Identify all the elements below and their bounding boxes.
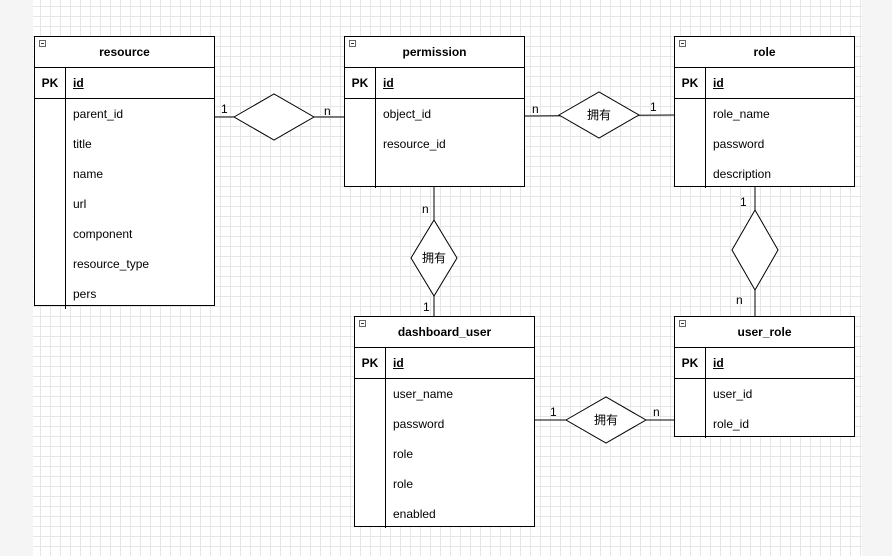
rel-label-permission-role: 拥有 — [586, 108, 612, 122]
pk-marker: PK — [675, 68, 706, 98]
entity-permission[interactable]: permission PK id object_id resource_id — [344, 36, 525, 189]
entity-title: user_role — [737, 325, 792, 339]
entity-header[interactable]: permission — [345, 37, 524, 68]
entity-dashboard-user[interactable]: dashboard_user PK id user_name password … — [354, 316, 535, 528]
pk-row: PK id — [345, 68, 524, 99]
cardinality-permission-to-role: n — [532, 102, 539, 116]
field-row: role_id — [713, 417, 750, 431]
field-row: parent_id — [73, 107, 124, 121]
pk-marker: PK — [355, 348, 386, 378]
field-row: role_name — [713, 107, 770, 121]
field-row: pers — [73, 287, 97, 301]
relationship-diamond-resource-permission — [232, 93, 316, 141]
entity-title: role — [753, 45, 776, 59]
field-row — [376, 159, 524, 189]
field-row: name — [73, 167, 104, 181]
cardinality-user-role-from-role: n — [736, 293, 743, 307]
field-row: url — [73, 197, 87, 211]
entity-title: dashboard_user — [397, 325, 492, 339]
cardinality-user-role-from-user: n — [653, 405, 660, 419]
field-row: role — [393, 447, 414, 461]
entity-header[interactable]: resource — [35, 37, 214, 68]
pk-field: id — [393, 356, 404, 370]
relationship-diamond-permission-user — [410, 219, 458, 297]
pk-field: id — [713, 76, 724, 90]
field-row: password — [713, 137, 765, 151]
entity-title: resource — [99, 45, 150, 59]
relationship-diamond-role-user-role — [731, 208, 779, 292]
collapse-icon[interactable] — [349, 40, 356, 47]
field-row: resource_type — [73, 257, 150, 271]
field-row: user_name — [393, 387, 454, 401]
relationship-diamond-user-user-role — [564, 396, 648, 444]
pk-field: id — [73, 76, 84, 90]
cardinality-permission: n — [324, 104, 331, 118]
cardinality-role-to-user-role: 1 — [740, 195, 747, 209]
pk-field: id — [713, 356, 724, 370]
field-row: role — [393, 477, 414, 491]
entity-resource[interactable]: resource PK id parent_id title name url … — [34, 36, 215, 309]
pk-row: PK id — [35, 68, 214, 99]
field-row: user_id — [713, 387, 753, 401]
collapse-icon[interactable] — [679, 320, 686, 327]
field-row: resource_id — [383, 137, 446, 151]
cardinality-user-to-user-role: 1 — [550, 405, 557, 419]
cardinality-permission-to-user: n — [422, 202, 429, 216]
entity-header[interactable]: role — [675, 37, 854, 68]
relationship-diamond-permission-role — [557, 91, 641, 139]
entity-title: permission — [402, 45, 467, 59]
rel-label-user-user-role: 拥有 — [593, 413, 619, 427]
collapse-icon[interactable] — [679, 40, 686, 47]
pk-row: PK id — [675, 348, 854, 379]
cardinality-user-from-permission: 1 — [423, 300, 430, 314]
entity-header[interactable]: user_role — [675, 317, 854, 348]
pk-marker: PK — [345, 68, 376, 98]
cardinality-resource: 1 — [221, 102, 228, 116]
field-row: password — [393, 417, 445, 431]
entity-user-role[interactable]: user_role PK id user_id role_id — [674, 316, 855, 438]
field-row: object_id — [383, 107, 432, 121]
cardinality-role-from-permission: 1 — [650, 100, 657, 114]
field-row: description — [713, 167, 772, 181]
field-row: component — [73, 227, 133, 241]
pk-field: id — [383, 76, 394, 90]
entity-role[interactable]: role PK id role_name password descriptio… — [674, 36, 855, 188]
field-row: enabled — [393, 507, 436, 521]
pk-marker: PK — [35, 68, 66, 98]
entity-header[interactable]: dashboard_user — [355, 317, 534, 348]
collapse-icon[interactable] — [359, 320, 366, 327]
collapse-icon[interactable] — [39, 40, 46, 47]
pk-row: PK id — [355, 348, 534, 379]
rel-label-permission-user: 拥有 — [421, 251, 447, 265]
field-row: title — [73, 137, 92, 151]
pk-marker: PK — [675, 348, 706, 378]
pk-row: PK id — [675, 68, 854, 99]
